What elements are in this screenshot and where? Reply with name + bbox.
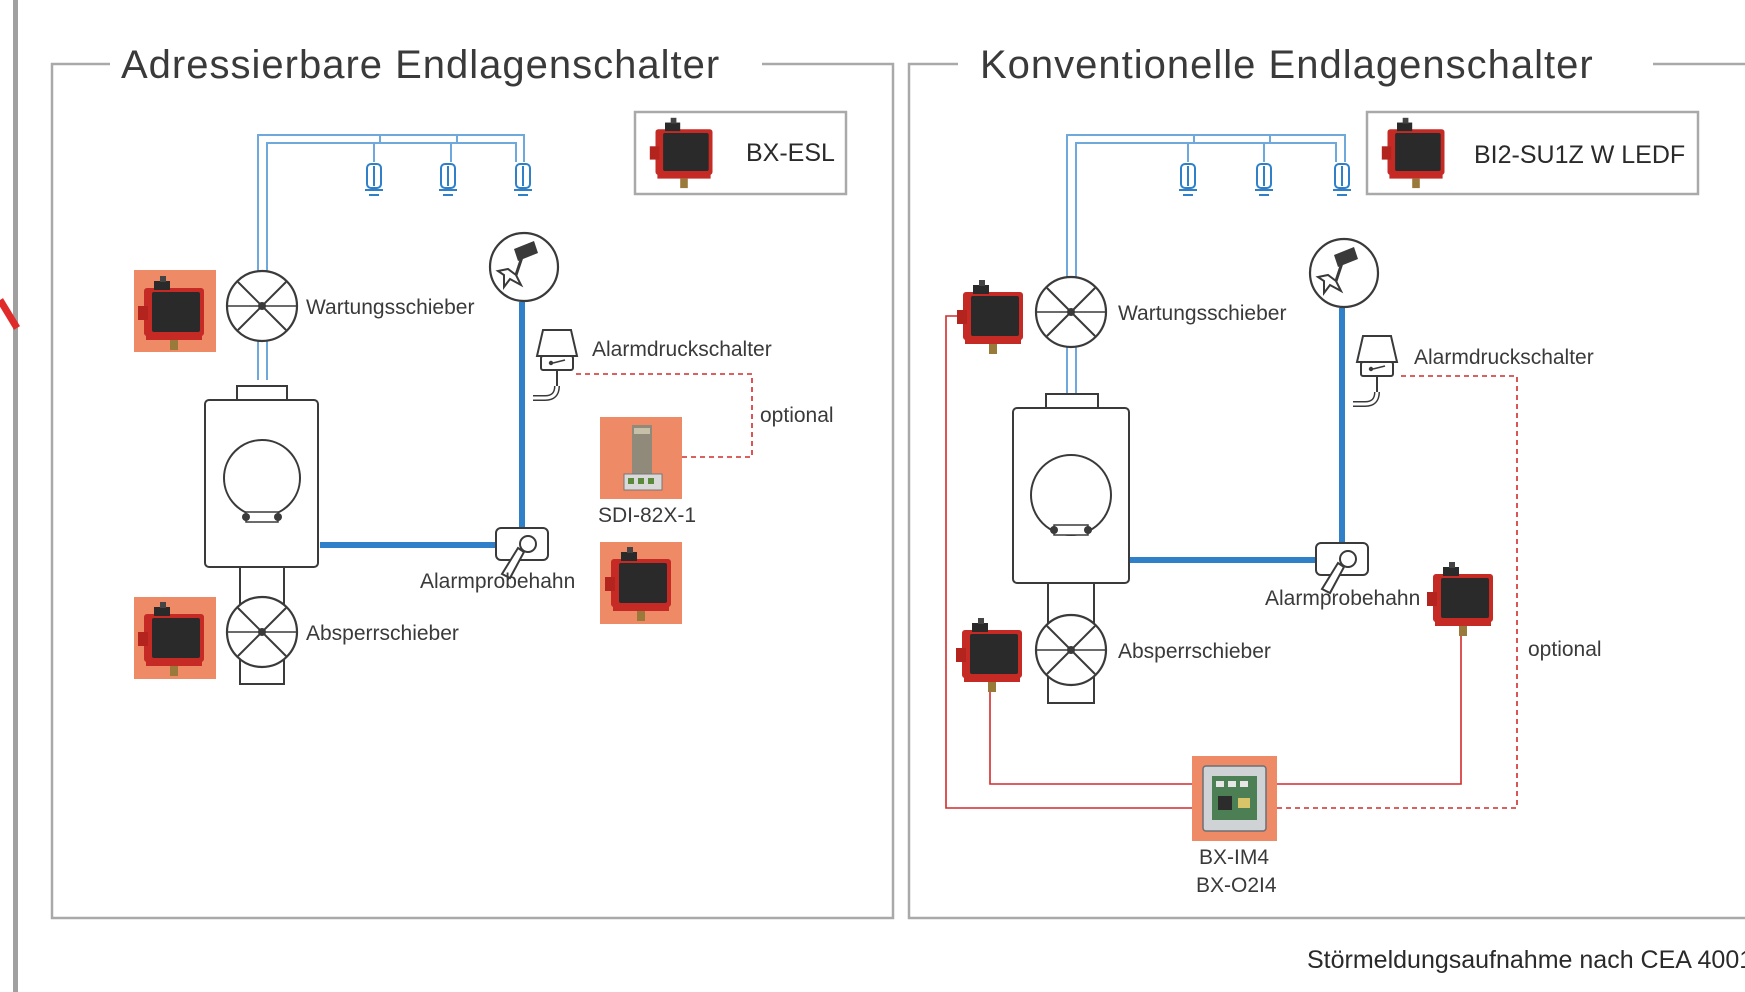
right-product-name: BI2-SU1Z W LEDF xyxy=(1474,141,1685,169)
red-accent-mark xyxy=(0,298,20,330)
right-product-switch-image xyxy=(1381,117,1445,189)
right-label-optional: optional xyxy=(1528,638,1602,661)
left-alarm-pressure-switch xyxy=(533,330,577,398)
right-label-module-1: BX-IM4 xyxy=(1199,846,1269,869)
right-panel-frame xyxy=(907,62,1745,920)
left-label-wartungsschieber: Wartungsschieber xyxy=(306,296,474,319)
left-label-alarmdruckschalter: Alarmdruckschalter xyxy=(592,338,772,361)
right-testvalve-switch-icon xyxy=(1427,562,1493,636)
right-label-alarmprobehahn: Alarmprobehahn xyxy=(1265,587,1420,610)
left-maintenance-valve xyxy=(225,269,299,343)
left-panel-title: Adressierbare Endlagenschalter xyxy=(121,43,720,87)
right-wire-testvalve xyxy=(1277,628,1462,785)
left-label-sdi: SDI-82X-1 xyxy=(598,504,696,527)
right-alarm-pressure-switch xyxy=(1353,336,1397,404)
right-optional-dashed-wire xyxy=(1277,375,1518,809)
right-sprinkler-head-2 xyxy=(1254,163,1274,196)
left-optional-dashed-link xyxy=(576,373,753,458)
left-sprinkler-pipes xyxy=(257,134,525,380)
left-sdi-device-icon xyxy=(623,425,663,491)
footer-caption: Störmeldungsaufnahme nach CEA 4001 xyxy=(1307,946,1745,974)
right-wire-shutoff xyxy=(989,688,1192,785)
left-label-alarmprobehahn: Alarmprobehahn xyxy=(420,570,575,593)
left-panel-frame xyxy=(50,62,895,920)
right-label-alarmdruckschalter: Alarmdruckschalter xyxy=(1414,346,1594,369)
right-panel: Konventionelle Endlagenschalter BI2-SU1Z… xyxy=(907,43,1745,920)
left-alarm-bell xyxy=(488,231,560,303)
right-shutoff-switch-icon xyxy=(956,618,1022,692)
right-label-absperrschieber: Absperrschieber xyxy=(1118,640,1271,663)
right-alarm-test-valve xyxy=(1315,542,1369,594)
left-product-switch-image xyxy=(649,117,713,189)
left-sprinkler-head-3 xyxy=(513,163,533,196)
right-sprinkler-head-1 xyxy=(1178,163,1198,196)
left-product-name: BX-ESL xyxy=(746,139,835,167)
right-wire-maintenance xyxy=(945,315,1192,809)
right-panel-title: Konventionelle Endlagenschalter xyxy=(980,43,1594,87)
left-label-absperrschieber: Absperrschieber xyxy=(306,622,459,645)
left-shutoff-valve xyxy=(225,595,299,669)
left-valve-top-flange xyxy=(236,385,288,401)
right-product-box xyxy=(1365,110,1700,196)
right-maintenance-switch-icon xyxy=(957,280,1023,354)
right-label-wartungsschieber: Wartungsschieber xyxy=(1118,302,1286,325)
left-product-box xyxy=(633,110,848,196)
right-sprinkler-head-3 xyxy=(1332,163,1352,196)
left-sprinkler-head-1 xyxy=(364,163,384,196)
left-sprinkler-head-2 xyxy=(438,163,458,196)
left-panel: Adressierbare Endlagenschalter BX-ESL xyxy=(50,43,895,920)
right-maintenance-valve xyxy=(1034,275,1108,349)
right-label-module-2: BX-O2I4 xyxy=(1196,874,1277,897)
left-label-optional: optional xyxy=(760,404,834,427)
left-edge-bar xyxy=(13,0,18,992)
right-io-module-icon xyxy=(1202,765,1267,832)
right-alarm-bell xyxy=(1308,237,1380,309)
right-sprinkler-pipes xyxy=(1066,134,1346,394)
left-alarm-valve-body xyxy=(204,399,319,568)
right-valve-top-flange xyxy=(1045,393,1099,409)
right-shutoff-valve xyxy=(1034,613,1108,687)
